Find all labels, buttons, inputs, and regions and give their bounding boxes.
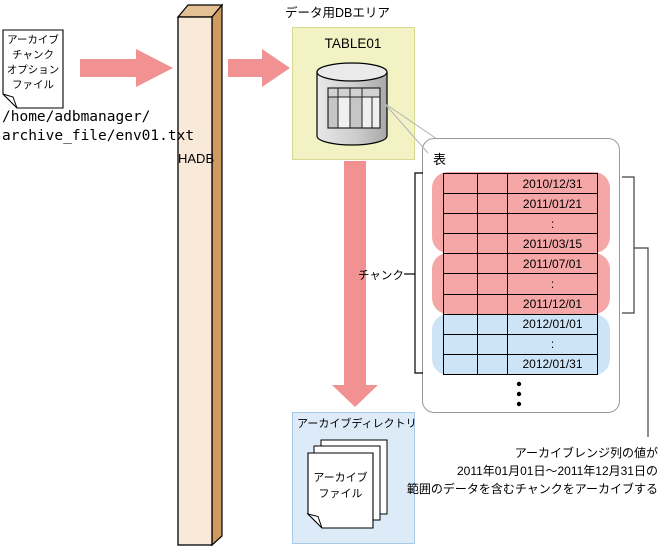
table-cell-date: : <box>550 337 555 352</box>
table-cell <box>478 314 508 334</box>
table-row: 2011/03/15 <box>444 234 597 255</box>
chunk-label: チャンク <box>358 270 404 282</box>
table-row: 2011/12/01 <box>444 294 597 315</box>
table-cell-date: 2010/12/31 <box>522 176 583 191</box>
file-path-text: /home/adbmanager/ archive_file/env01.txt <box>2 109 195 144</box>
table-box-title: 表 <box>433 152 447 167</box>
table-cell-date: : <box>550 277 555 292</box>
table-row: : <box>444 334 597 355</box>
hadb-label: HADB <box>178 151 215 166</box>
table-rows-grid: 2010/12/31 2011/01/21 : 2011/03/15 2011/… <box>443 173 598 375</box>
chunk-highlight-blue-1 <box>432 314 610 375</box>
archive-file-label: アーカイブ ファイル <box>313 472 368 500</box>
table-cell <box>478 214 508 234</box>
table-cell <box>444 174 478 194</box>
table-cell <box>444 254 478 274</box>
table-cell <box>478 234 508 254</box>
table-cell <box>444 274 478 294</box>
table-cell-date: 2011/01/21 <box>522 196 583 211</box>
table-cell <box>444 334 478 354</box>
table-row: 2012/01/01 <box>444 314 597 335</box>
note-file-label: アーカイブ チャンク オプション ファイル <box>6 34 60 91</box>
table-cell-date: 2011/03/15 <box>522 236 583 251</box>
table-cell <box>478 294 508 314</box>
table-cell <box>444 194 478 214</box>
chunk-highlight-pink-2 <box>432 253 610 314</box>
table-cell <box>444 294 478 314</box>
table-cell <box>478 194 508 214</box>
archive-range-annotation: アーカイブレンジ列の値が 2011年01月01日～2011年12月31日の 範囲… <box>406 446 658 496</box>
table-cell-date: 2011/12/01 <box>522 297 583 312</box>
table-cell-date: 2011/07/01 <box>522 256 583 271</box>
arrow-right-icon <box>80 49 173 87</box>
arrow-down-icon <box>332 161 378 407</box>
annotation-connector <box>634 247 649 437</box>
db-area-label: データ用DBエリア <box>285 6 390 20</box>
arrow-right-icon <box>228 49 290 87</box>
table-row: 2011/01/21 <box>444 194 597 215</box>
hadb-pillar <box>176 3 224 547</box>
table-row: : <box>444 274 597 295</box>
table-name-label: TABLE01 <box>324 36 382 51</box>
table-cell <box>444 214 478 234</box>
chunk-highlight-pink-1 <box>432 172 610 253</box>
table-row: 2011/07/01 <box>444 254 597 275</box>
table-cell-date: 2012/01/31 <box>522 357 583 372</box>
table-cell <box>444 234 478 254</box>
table-cell <box>478 274 508 294</box>
archive-bracket-right <box>622 176 635 314</box>
table-cell <box>478 254 508 274</box>
table-row: 2012/01/31 <box>444 354 597 374</box>
table-row: : <box>444 214 597 235</box>
table-cell <box>478 334 508 354</box>
table-cell <box>444 314 478 334</box>
table-cell <box>444 354 478 374</box>
table-cell-date: 2012/01/01 <box>522 317 583 332</box>
table-cell <box>478 174 508 194</box>
archive-directory-label: アーカイブディレクトリ <box>297 418 417 430</box>
table-cell <box>478 354 508 374</box>
table-cell-date: : <box>550 216 555 231</box>
table-row: 2010/12/31 <box>444 174 597 195</box>
